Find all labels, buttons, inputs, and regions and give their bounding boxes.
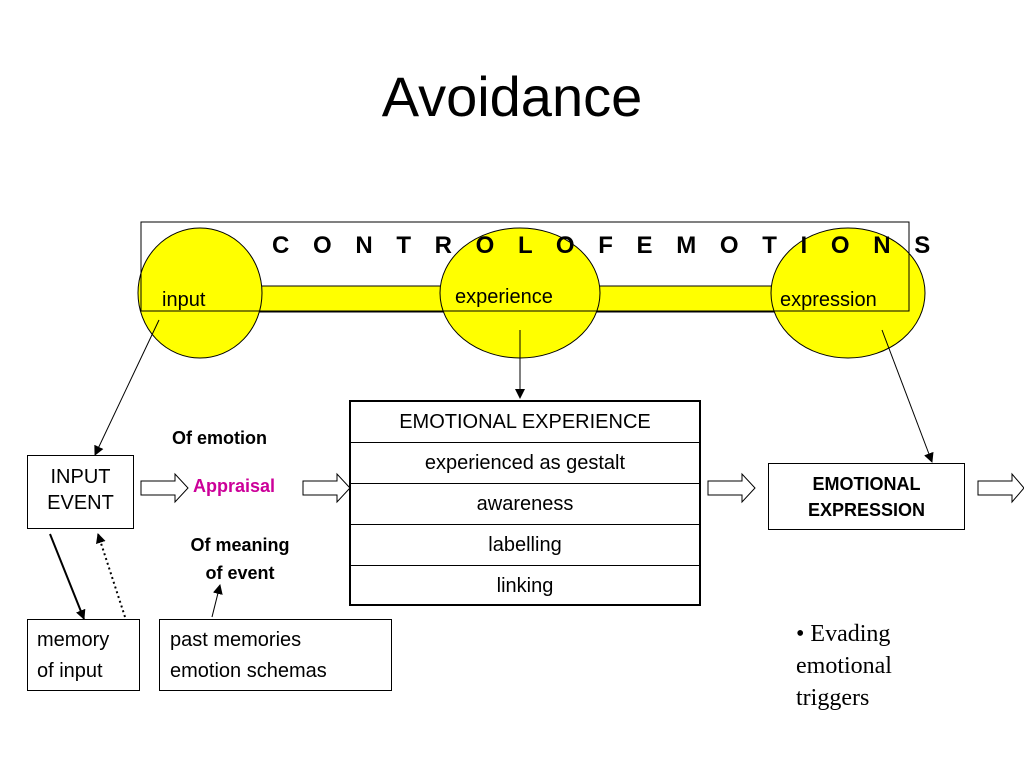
memory-line2: of input (37, 660, 103, 682)
emotional-expression-box: EMOTIONAL EXPRESSION (768, 463, 965, 530)
evading-bullet: • Evading emotional triggers (796, 621, 892, 711)
of-meaning-label: Of meaning of event (172, 531, 308, 587)
memory-line1: memory (37, 629, 110, 651)
experience-row: labelling (351, 525, 699, 566)
emotional-expression-line2: EXPRESSION (807, 500, 926, 520)
experience-row: linking (496, 575, 554, 597)
input-circle (137, 227, 263, 359)
block-arrow-3 (707, 472, 756, 504)
input-event-line2: EVENT (47, 492, 114, 514)
past-memories-box: past memories emotion schemas (159, 619, 392, 691)
block-arrow-1 (140, 472, 189, 504)
expression-circle (770, 227, 926, 359)
input-circle-label: input (162, 289, 206, 311)
memory-of-input-box: memory of input (27, 619, 140, 691)
to-memory-arrow (49, 533, 86, 620)
input-event-line1: INPUT (50, 466, 111, 488)
expression-circle-label: expression (780, 289, 877, 311)
block-arrow-4 (977, 472, 1024, 504)
appraisal-label: Appraisal (193, 476, 276, 496)
control-title: C O N T R O L O F E M O T I O N S (272, 232, 939, 259)
experience-row-header: EMOTIONAL EXPERIENCE (351, 402, 699, 443)
of-meaning-line1: Of meaning (190, 535, 290, 555)
experience-circle-label: experience (455, 286, 553, 308)
block-arrow-2 (302, 472, 351, 504)
past-memories-line2: emotion schemas (170, 660, 327, 682)
experience-row: experienced as gestalt (351, 443, 699, 484)
of-meaning-line2: of event (205, 563, 275, 583)
emotional-experience-table: EMOTIONAL EXPERIENCE experienced as gest… (349, 400, 701, 606)
input-arrow (94, 319, 160, 456)
from-memory-dotted-arrow (96, 533, 126, 618)
input-event-box: INPUT EVENT (27, 455, 134, 529)
of-emotion-label: Of emotion (172, 428, 267, 448)
emotional-expression-line1: EMOTIONAL (812, 474, 921, 494)
past-memories-arrow (211, 584, 223, 618)
experience-row: awareness (351, 484, 699, 525)
expression-arrow (881, 329, 934, 463)
past-memories-line1: past memories (170, 629, 302, 651)
control-frame (140, 221, 910, 312)
slide-title: Avoidance (381, 65, 643, 128)
